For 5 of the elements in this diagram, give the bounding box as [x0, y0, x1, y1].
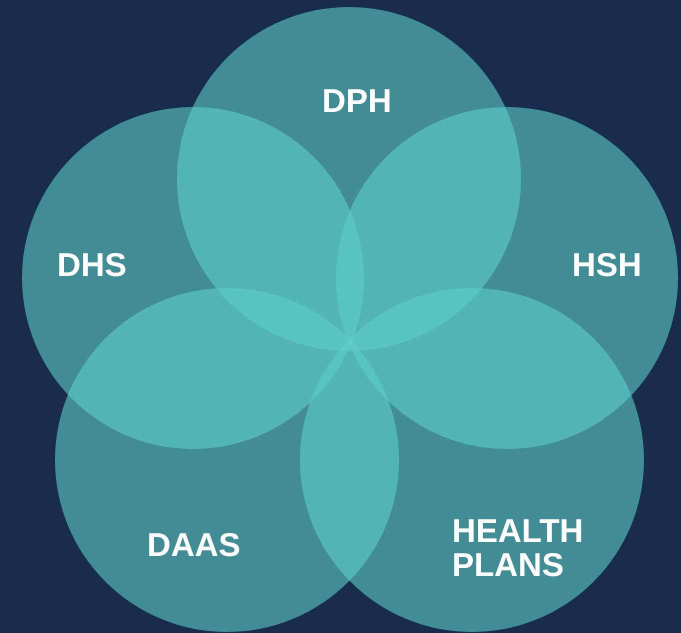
circle-label: HSH	[572, 248, 642, 282]
circle-label: DHS	[57, 248, 127, 282]
circle-label: DPH	[322, 84, 392, 118]
circle-label: DAAS	[147, 528, 241, 562]
circle-label: HEALTH PLANS	[452, 514, 584, 582]
